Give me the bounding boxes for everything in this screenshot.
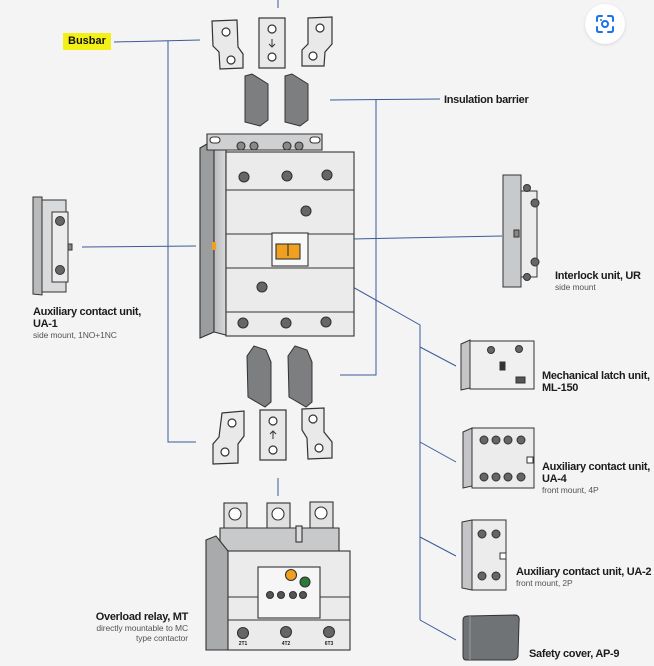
label-mech-latch: Mechanical latch unit, ML-150 (542, 370, 650, 394)
busbar-bottom-right (301, 407, 333, 460)
interlock-subtitle: side mount (555, 282, 596, 292)
busbar-top-set (211, 16, 333, 70)
aux-ua4-title-1: Auxiliary contact unit, (542, 461, 651, 473)
overload-subtitle-1: directly mountable to MC (96, 623, 188, 633)
aux-ua1-title-2: UA-1 (33, 318, 58, 330)
aux-ua2-title: Auxiliary contact unit, UA-2 (516, 566, 652, 578)
label-interlock-ur: Interlock unit, UR side mount (555, 270, 641, 292)
visual-search-button[interactable] (585, 4, 625, 44)
leader-busbar-lower (167, 41, 196, 443)
leader-interlock (351, 235, 503, 240)
insulation-barrier-bottom (246, 345, 313, 408)
busbar-bottom-center (259, 409, 287, 461)
label-safety-cover: Safety cover, AP-9 (529, 648, 620, 660)
label-busbar: Busbar (63, 33, 111, 50)
leader-insulation-lower (340, 99, 377, 376)
aux-ua2-subtitle: front mount, 2P (516, 578, 573, 588)
terminal-6t3: 6T3 (325, 641, 334, 647)
overload-title: Overload relay, MT (95, 611, 189, 623)
terminal-2t1: 2T1 (239, 641, 248, 647)
leader-aux-ua1 (81, 245, 197, 248)
interlock-title: Interlock unit, UR (555, 270, 641, 282)
busbar-bottom-left (212, 410, 245, 465)
relay-terminal-labels: 2T1 4T2 6T3 (239, 641, 334, 647)
magnetic-contactor (199, 133, 355, 339)
label-aux-ua1: Auxiliary contact unit, UA-1 side mount,… (33, 306, 141, 340)
aux-contact-ua1 (32, 196, 73, 296)
mech-latch-title-1: Mechanical latch unit, (542, 370, 650, 382)
leader-latch (419, 346, 457, 367)
leader-ua4 (419, 441, 457, 463)
leader-busbar (113, 39, 201, 43)
leader-insulation (329, 98, 441, 101)
busbar-top-left (211, 19, 244, 70)
busbar-bottom-set (212, 407, 333, 465)
terminal-4t2: 4T2 (282, 641, 291, 647)
leader-ua2 (419, 536, 457, 557)
label-overload-relay: Overload relay, MT directly mountable to… (40, 611, 189, 643)
aux-contact-ua4 (462, 427, 535, 489)
busbar-top-center (258, 17, 286, 69)
aux-ua4-subtitle: front mount, 4P (542, 485, 599, 495)
label-aux-ua4: Auxiliary contact unit, UA-4 front mount… (542, 461, 650, 495)
safety-cover-ap9 (462, 614, 520, 661)
label-aux-ua2: Auxiliary contact unit, UA-2 front mount… (516, 566, 652, 588)
insulation-barrier-top (244, 73, 309, 127)
leader-lines (81, 0, 503, 641)
visual-search-icon (596, 15, 614, 33)
label-insulation-barrier: Insulation barrier (444, 94, 529, 106)
mech-latch-title-2: ML-150 (542, 382, 579, 394)
overload-subtitle-2: type contactor (136, 633, 188, 643)
aux-ua1-title-1: Auxiliary contact unit, (33, 306, 142, 318)
busbar-top-right (301, 16, 333, 67)
aux-contact-ua2 (461, 519, 507, 591)
interlock-unit-ur (502, 174, 540, 288)
aux-ua4-title-2: UA-4 (542, 473, 567, 485)
mechanical-latch-ml150 (460, 339, 535, 391)
overload-relay (205, 501, 351, 651)
leader-cover (419, 619, 457, 641)
aux-ua1-subtitle: side mount, 1NO+1NC (33, 330, 117, 340)
